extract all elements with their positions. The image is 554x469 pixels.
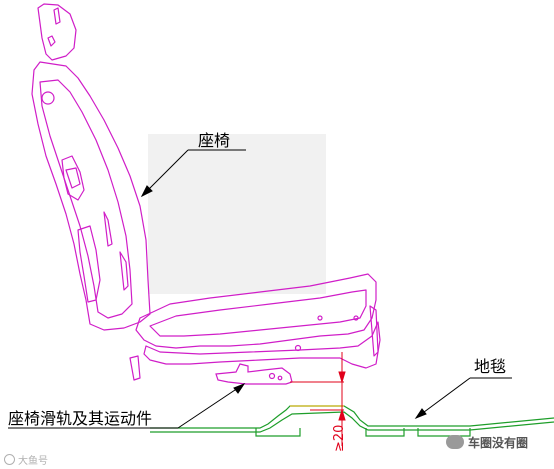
seat-label: 座椅 — [198, 131, 231, 150]
carpet-label: 地毯 — [474, 357, 507, 376]
seat-base — [143, 321, 381, 369]
seat-cushion — [135, 273, 377, 349]
seat-cushion-inner — [149, 289, 367, 337]
seat-base-foot-right — [369, 305, 379, 357]
seat-outline — [31, 3, 381, 381]
headrest-post — [53, 7, 61, 25]
dimension-label: ≥20 — [332, 424, 347, 452]
bolt-hole-1 — [294, 344, 302, 352]
leader-lines — [8, 149, 512, 429]
slide-rail-label: 座椅滑轨及其运动件 — [8, 409, 153, 428]
carpet-leader-diag — [415, 377, 471, 419]
recliner-knob — [41, 91, 55, 105]
background-patch — [148, 134, 326, 294]
floor-channel-middle — [365, 428, 405, 437]
floor-channel-left — [255, 428, 301, 437]
lumbar-mechanism-detail — [65, 167, 81, 189]
slide-rail-bolt-2 — [277, 375, 283, 381]
seat-leader-arrow — [140, 185, 153, 198]
backrest-outer — [31, 61, 151, 331]
floor-carpet — [150, 405, 554, 437]
rail-leader-arrow — [233, 382, 246, 394]
watermark-right-text: 车圈没有圈 — [468, 436, 529, 450]
headrest — [37, 3, 77, 61]
backrest-lower-panel — [77, 225, 101, 303]
rail-leader-diag — [177, 383, 245, 429]
dimension-arrow-top — [338, 371, 346, 384]
lumbar-mechanism — [61, 155, 85, 201]
carpet-line-lower — [150, 411, 554, 433]
floor-channel-right — [417, 428, 471, 437]
watermark-left-icon — [4, 454, 15, 465]
backrest-side-detail — [103, 211, 113, 247]
seat-base-foot-left — [129, 355, 141, 381]
bolt-hole-3 — [353, 315, 359, 321]
carpet-line-upper — [150, 405, 554, 429]
slide-rail-bolt — [268, 372, 276, 380]
backrest-side-detail-2 — [119, 251, 129, 291]
dimension-arrow-bottom — [338, 408, 346, 421]
bolt-hole-2 — [317, 315, 323, 321]
slide-rail-part — [215, 363, 293, 385]
slide-rail-bracket — [215, 363, 293, 385]
watermark-right-icon — [446, 435, 464, 449]
watermark-right: 车圈没有圈 — [446, 434, 528, 451]
carpet-leader-arrow — [414, 408, 427, 420]
dimension-markup — [290, 352, 346, 446]
headrest-tab — [47, 35, 56, 47]
backrest-inner — [39, 79, 133, 319]
watermark-left-text: 大鱼号 — [18, 456, 48, 467]
watermark-left: 大鱼号 — [4, 452, 48, 467]
